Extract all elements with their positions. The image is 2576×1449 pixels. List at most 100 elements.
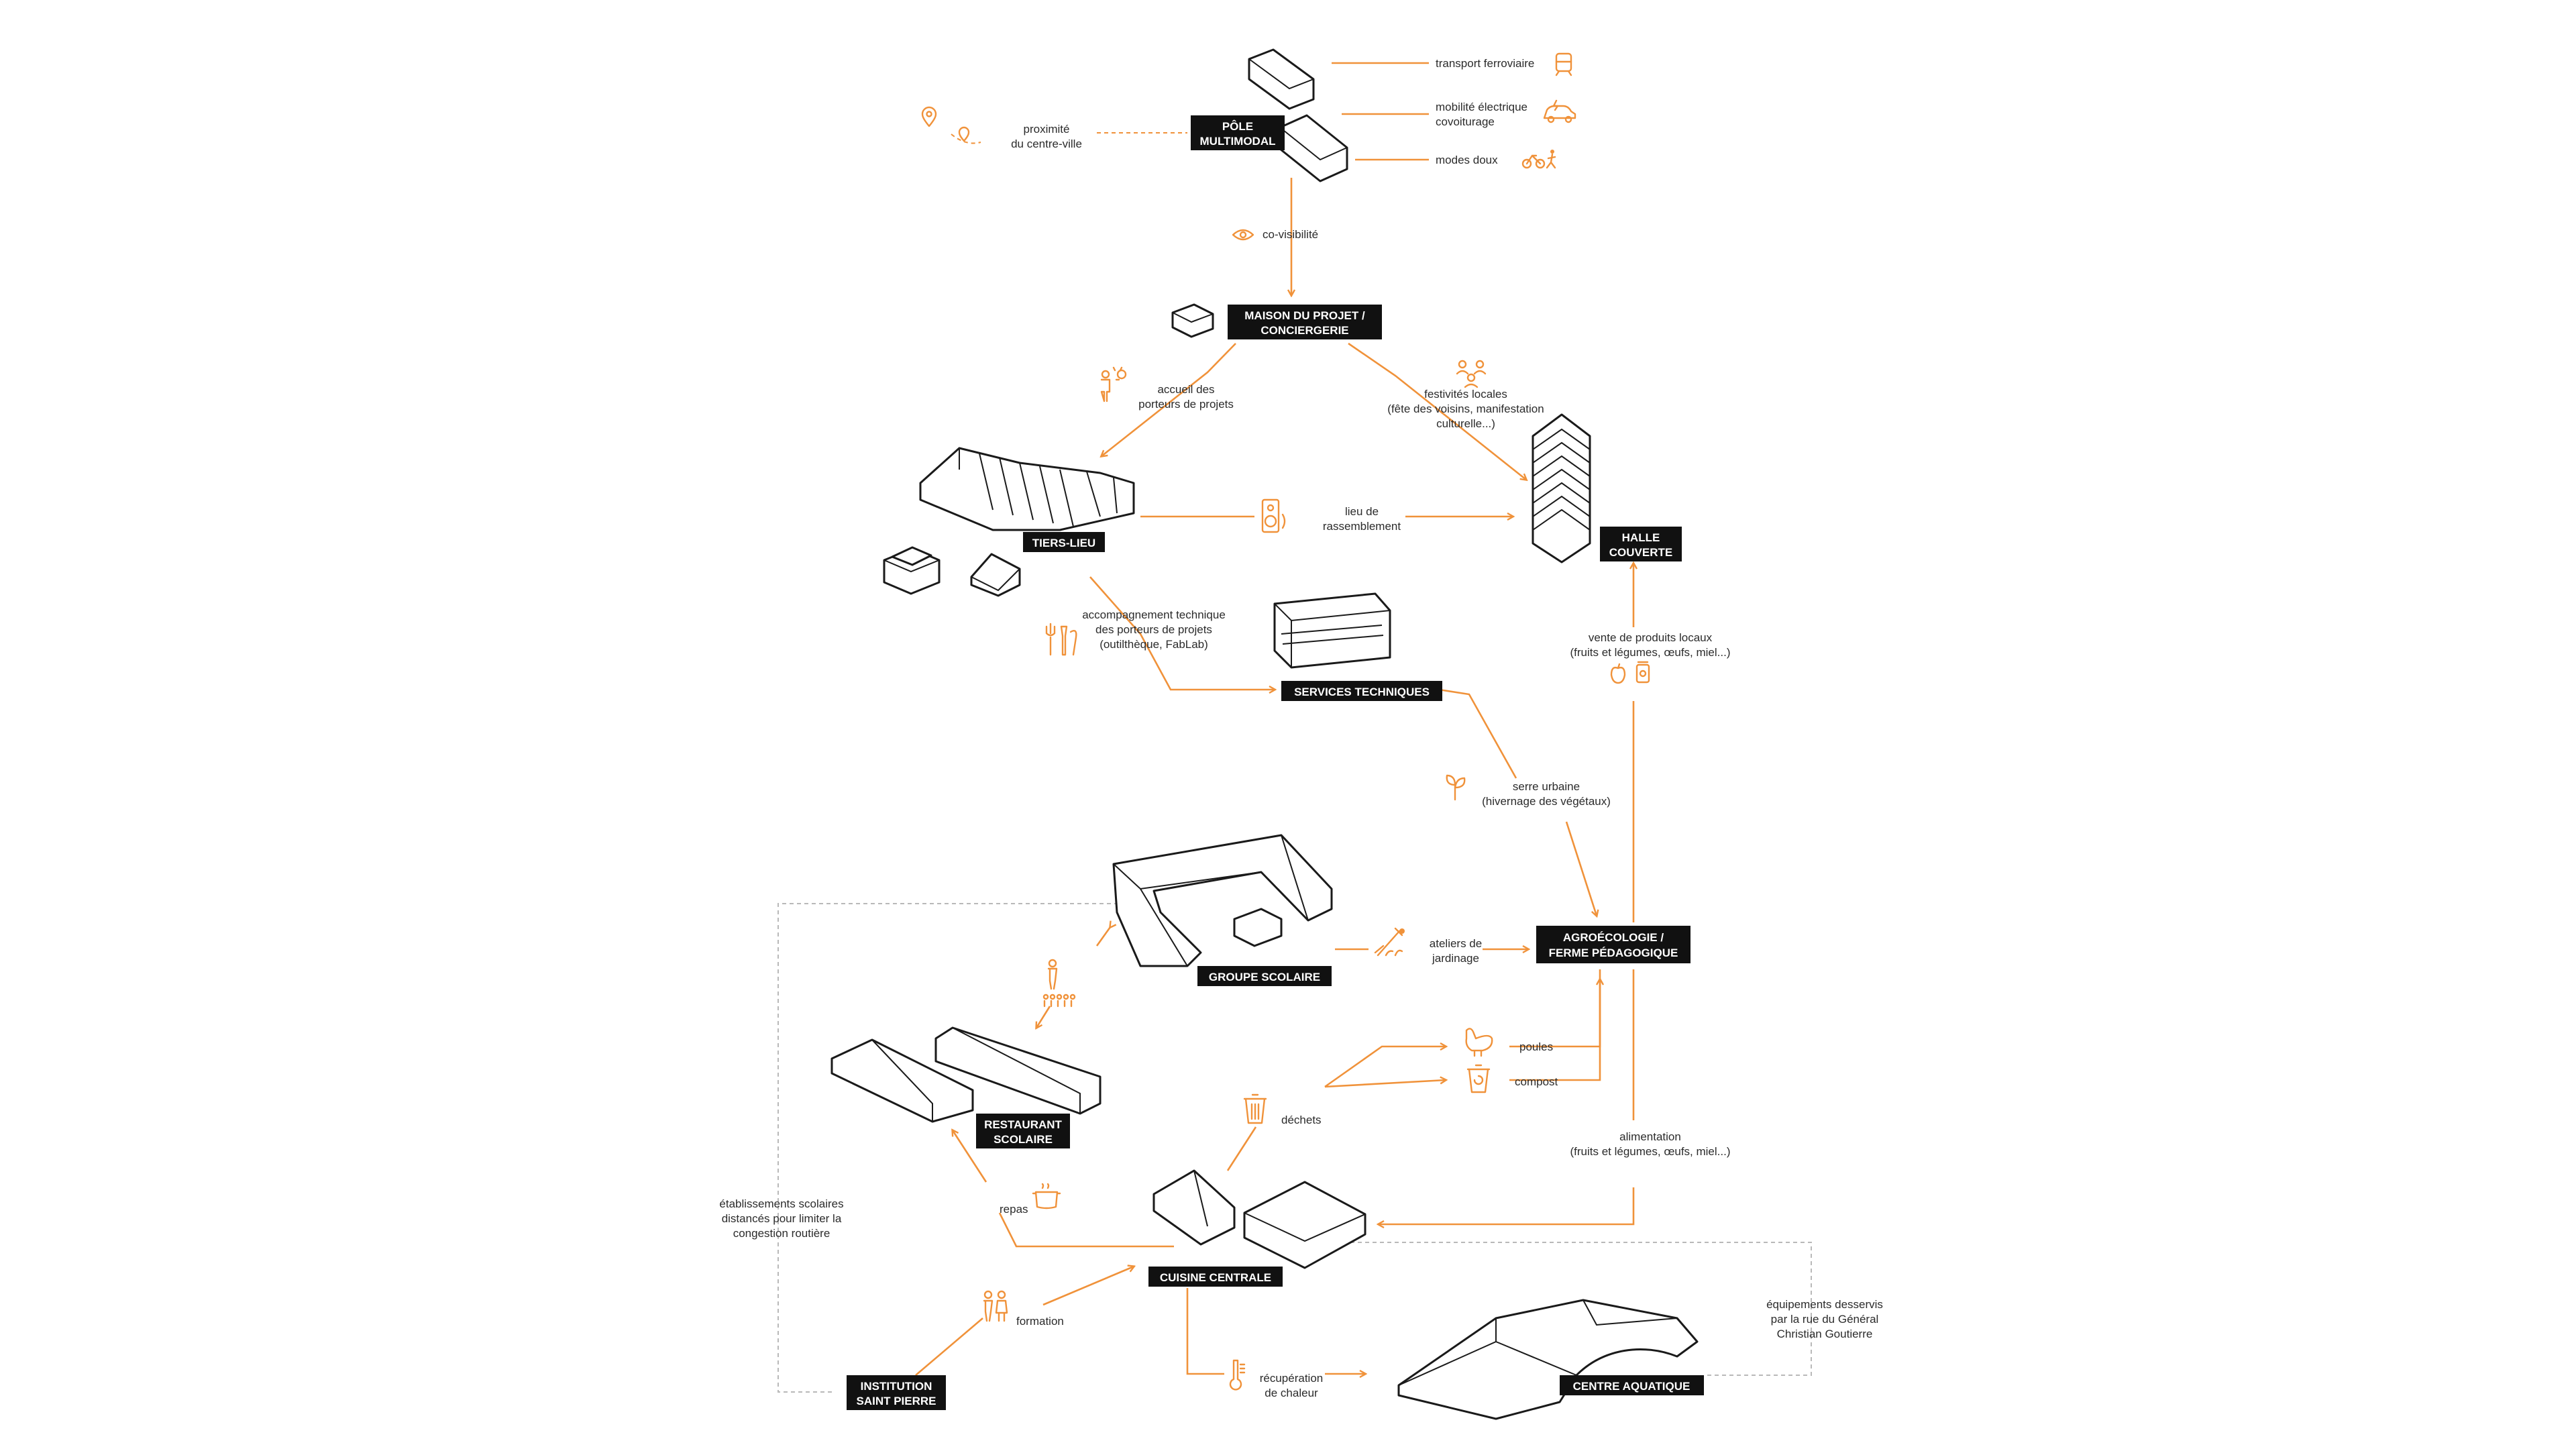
svg-text:des porteurs de projets: des porteurs de projets — [1095, 623, 1212, 636]
svg-text:proximité: proximité — [1024, 123, 1070, 136]
label-transport: transport ferroviaire — [1436, 57, 1534, 70]
dashed-equipements — [1261, 1242, 1812, 1376]
line-cuisine-repas — [998, 1212, 1174, 1248]
line-poules-agro — [1509, 969, 1601, 1048]
people-pair-icon — [983, 1290, 1008, 1322]
svg-text:compost: compost — [1515, 1075, 1558, 1088]
node-groupe-scolaire: GROUPE SCOLAIRE — [1197, 966, 1332, 986]
node-halle-couverte: HALLE COUVERTE — [1600, 527, 1682, 561]
svg-text:de chaleur: de chaleur — [1265, 1387, 1318, 1399]
svg-text:distancés pour limiter la: distancés pour limiter la — [722, 1212, 842, 1225]
trash-bin-icon — [1243, 1093, 1267, 1124]
cuisine-building — [1152, 1169, 1366, 1269]
svg-text:FERME PÉDAGOGIQUE: FERME PÉDAGOGIQUE — [1549, 947, 1678, 959]
svg-text:transport ferroviaire: transport ferroviaire — [1436, 57, 1534, 70]
svg-text:poules: poules — [1519, 1040, 1553, 1053]
arrow-dechets-compost — [1324, 1080, 1446, 1088]
arrow-maison-halle — [1348, 342, 1526, 480]
arrow-groupe-family — [1095, 927, 1110, 947]
svg-text:CENTRE AQUATIQUE: CENTRE AQUATIQUE — [1573, 1380, 1690, 1393]
line-institution-formation — [915, 1318, 983, 1376]
label-mobilite: mobilité électrique covoiturage — [1436, 101, 1527, 128]
label-lieu: lieu de rassemblement — [1323, 505, 1401, 533]
svg-text:accueil des: accueil des — [1157, 383, 1214, 396]
person-idea-icon — [1100, 366, 1127, 402]
connector-proximite-curve — [951, 133, 981, 144]
node-restaurant-scolaire: RESTAURANT SCOLAIRE — [976, 1114, 1070, 1148]
svg-text:vente de produits locaux: vente de produits locaux — [1589, 631, 1713, 644]
svg-text:serre urbaine: serre urbaine — [1513, 780, 1580, 793]
arrow-alimentation-cuisine — [1379, 1187, 1635, 1224]
svg-text:(fruits et légumes, œufs, miel: (fruits et légumes, œufs, miel...) — [1570, 1145, 1731, 1158]
line-cuisine-recuperation — [1186, 1288, 1224, 1375]
line-cuisine-dechets — [1226, 1126, 1257, 1171]
label-ateliers: ateliers de jardinage — [1430, 937, 1482, 965]
label-accompagnement: accompagnement technique des porteurs de… — [1082, 608, 1226, 651]
train-icon — [1555, 52, 1572, 76]
arrow-tiers-services — [1089, 576, 1275, 690]
cooking-pot-icon — [1032, 1183, 1061, 1210]
svg-text:COUVERTE: COUVERTE — [1609, 546, 1672, 559]
label-alimentation: alimentation (fruits et légumes, œufs, m… — [1570, 1130, 1731, 1158]
arrow-dechets-poules — [1324, 1046, 1446, 1088]
svg-text:AGROÉCOLOGIE /: AGROÉCOLOGIE / — [1563, 931, 1664, 944]
svg-text:lieu de: lieu de — [1345, 505, 1379, 518]
label-formation: formation — [1016, 1315, 1064, 1328]
svg-text:récupération: récupération — [1260, 1372, 1324, 1385]
label-accueil: accueil des porteurs de projets — [1138, 383, 1234, 411]
svg-text:SCOLAIRE: SCOLAIRE — [994, 1133, 1053, 1146]
node-centre-aquatique: CENTRE AQUATIQUE — [1560, 1375, 1704, 1395]
svg-text:(fête des voisins, manifestati: (fête des voisins, manifestation — [1387, 402, 1544, 415]
svg-text:formation: formation — [1016, 1315, 1064, 1328]
label-modes: modes doux — [1436, 154, 1498, 166]
label-equipements: équipements desservis par la rue du Géné… — [1766, 1298, 1883, 1340]
arrow-maison-tiers — [1102, 343, 1236, 456]
arrow-compost-agro — [1509, 979, 1600, 1081]
arrow-formation-cuisine — [1042, 1267, 1134, 1306]
connectors — [777, 62, 1812, 1393]
svg-text:INSTITUTION: INSTITUTION — [861, 1380, 932, 1393]
maison-building — [1171, 303, 1214, 338]
svg-text:CONCIERGERIE: CONCIERGERIE — [1260, 324, 1348, 337]
svg-text:par la rue du Général: par la rue du Général — [1771, 1313, 1879, 1326]
services-building — [1273, 592, 1391, 669]
svg-text:rassemblement: rassemblement — [1323, 520, 1401, 533]
node-pole-multimodal: PÔLE MULTIMODAL — [1191, 115, 1285, 150]
node-tiers-lieu: TIERS-LIEU — [1023, 532, 1105, 552]
tiers-lieu-building — [883, 447, 1135, 597]
svg-text:SAINT PIERRE: SAINT PIERRE — [856, 1395, 936, 1407]
svg-text:MULTIMODAL: MULTIMODAL — [1200, 135, 1276, 148]
pole-building — [1248, 48, 1348, 182]
eye-icon — [1232, 229, 1254, 241]
svg-text:établissements scolaires: établissements scolaires — [719, 1197, 843, 1210]
compost-bin-icon — [1466, 1064, 1491, 1093]
label-serre: serre urbaine (hivernage des végétaux) — [1482, 780, 1611, 808]
bike-walk-icon — [1521, 150, 1556, 169]
node-institution-saint-pierre: INSTITUTION SAINT PIERRE — [847, 1375, 946, 1410]
svg-text:(outilthèque, FabLab): (outilthèque, FabLab) — [1099, 638, 1208, 651]
arrow-repas-restaurant — [953, 1130, 987, 1183]
svg-text:SERVICES TECHNIQUES: SERVICES TECHNIQUES — [1294, 686, 1430, 698]
label-repas: repas — [1000, 1203, 1028, 1216]
label-dechets: déchets — [1281, 1114, 1322, 1126]
apple-icon — [1610, 663, 1626, 684]
svg-text:PÔLE: PÔLE — [1222, 120, 1253, 133]
location-pin-small-icon — [958, 126, 970, 142]
svg-text:repas: repas — [1000, 1203, 1028, 1216]
svg-text:ateliers de: ateliers de — [1430, 937, 1482, 950]
label-poules: poules — [1519, 1040, 1553, 1053]
svg-text:déchets: déchets — [1281, 1114, 1322, 1126]
label-recuperation: récupération de chaleur — [1260, 1372, 1324, 1399]
people-group-icon — [1456, 360, 1487, 388]
svg-text:congestion routière: congestion routière — [733, 1227, 830, 1240]
svg-text:covoiturage: covoiturage — [1436, 115, 1495, 128]
halle-building — [1532, 413, 1591, 564]
svg-text:jardinage: jardinage — [1432, 952, 1479, 965]
label-proximite: proximité du centre-ville — [1011, 123, 1082, 150]
label-compost: compost — [1515, 1075, 1558, 1088]
svg-text:RESTAURANT: RESTAURANT — [984, 1118, 1062, 1131]
location-pin-icon — [921, 106, 937, 127]
svg-text:(hivernage des végétaux): (hivernage des végétaux) — [1482, 795, 1611, 808]
svg-text:MAISON DU PROJET /: MAISON DU PROJET / — [1244, 309, 1365, 322]
